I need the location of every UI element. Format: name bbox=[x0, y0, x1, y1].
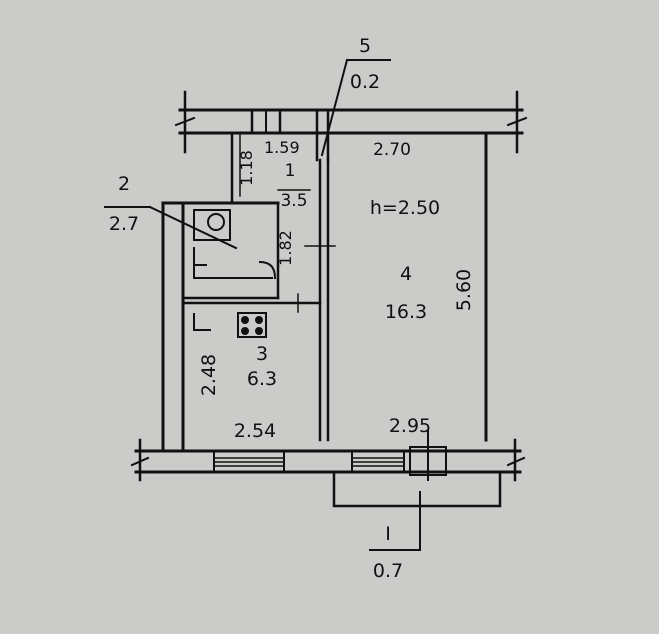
room-1-area: 3.5 bbox=[280, 191, 307, 211]
dim-bath-length: 1.82 bbox=[276, 230, 295, 266]
balcony-area: 0.7 bbox=[373, 560, 403, 582]
ceiling-height: h=2.50 bbox=[370, 197, 440, 219]
dim-window-width: 2.95 bbox=[389, 415, 431, 437]
room-3-number: 3 bbox=[256, 343, 268, 365]
room-5-number: 5 bbox=[359, 35, 371, 57]
room-4-number: 4 bbox=[400, 263, 412, 285]
interior-partitions bbox=[181, 131, 336, 442]
left-exterior-wall bbox=[161, 201, 185, 453]
room-2-number: 2 bbox=[118, 173, 130, 195]
plan-labels: 5 0.2 1.59 2.70 1.18 1 3.5 2 2.7 1.82 h=… bbox=[109, 35, 475, 582]
room-5-area: 0.2 bbox=[350, 71, 380, 93]
bathroom-fixtures bbox=[193, 209, 277, 280]
kitchen-stove bbox=[193, 312, 267, 338]
room-2-area: 2.7 bbox=[109, 213, 139, 235]
dim-hall-depth: 1.18 bbox=[237, 150, 256, 186]
dim-kitchen-width: 2.54 bbox=[234, 420, 276, 442]
leader-lines bbox=[104, 58, 421, 551]
room-1-number: 1 bbox=[285, 161, 296, 181]
room-4-area: 16.3 bbox=[385, 301, 427, 323]
dim-top-width: 2.70 bbox=[373, 140, 411, 160]
dim-kitchen-depth: 2.48 bbox=[198, 354, 220, 396]
dim-hall-width: 1.59 bbox=[264, 138, 300, 157]
bottom-exterior-wall bbox=[130, 429, 526, 482]
balcony-outline bbox=[332, 470, 502, 508]
balcony-number: I bbox=[385, 523, 391, 545]
room-3-area: 6.3 bbox=[247, 368, 277, 390]
dim-room-depth: 5.60 bbox=[453, 269, 475, 311]
